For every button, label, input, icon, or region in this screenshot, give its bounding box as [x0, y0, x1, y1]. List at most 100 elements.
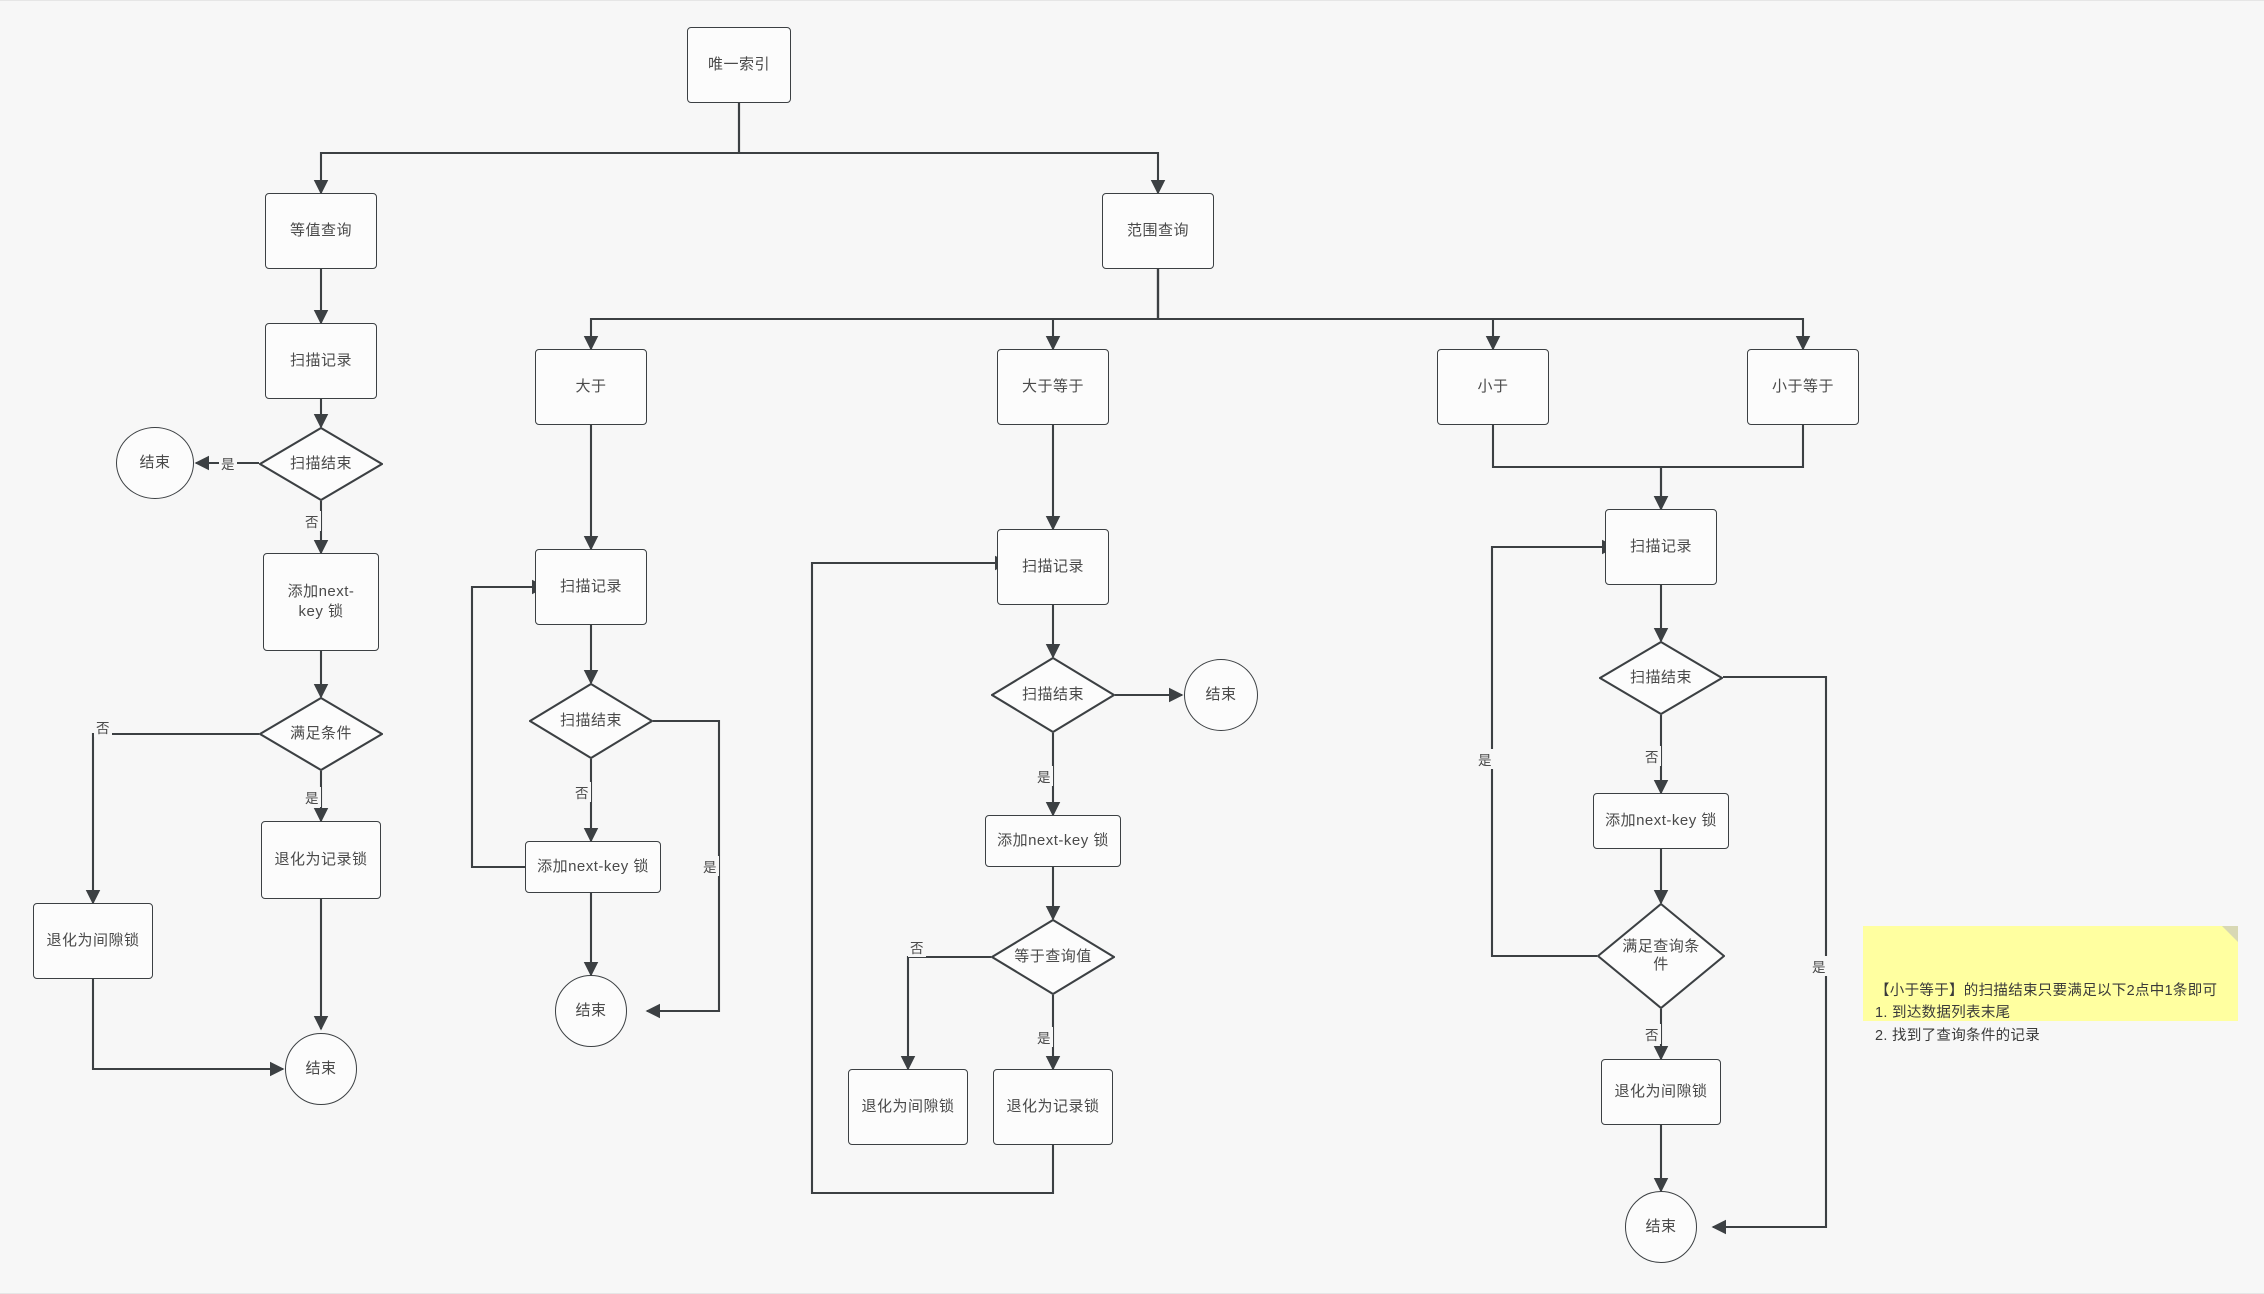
diamond-shape	[1597, 903, 1725, 1009]
edge-lt-to-scan	[1491, 425, 1669, 511]
node-label: 扫描结束	[1021, 686, 1084, 703]
node-label: 扫描记录	[289, 351, 352, 369]
node-label: 唯一索引	[707, 55, 770, 73]
node-eq-match-condition[interactable]: 满足条件	[259, 697, 383, 771]
edge-label-lt-scanend-yes: 是	[1810, 956, 1828, 976]
edge-range-to-lt	[1156, 269, 1501, 351]
node-gte-scan-end[interactable]: 扫描结束	[991, 657, 1115, 733]
node-eq-degrade-gap-lock[interactable]: 退化为间隙锁	[33, 903, 153, 979]
node-label: 退化为记录锁	[1006, 1097, 1100, 1115]
edge-label-gt-scanend-yes: 是	[701, 856, 719, 876]
diamond-shape	[529, 683, 653, 759]
edge-label-gte-scanend-yes: 是	[1035, 766, 1053, 786]
node-gte-scan-record[interactable]: 扫描记录	[997, 529, 1109, 605]
edge-eqgap-to-end2	[91, 979, 285, 1077]
node-label: 结束	[305, 1059, 337, 1077]
node-label: 扫描记录	[559, 577, 622, 595]
node-gte-equals-query-value[interactable]: 等于查询值	[991, 919, 1115, 995]
node-label: 小于	[1477, 377, 1509, 395]
node-eq-end-2[interactable]: 结束	[285, 1033, 357, 1105]
edge-gtscanend-yes-to-end	[645, 719, 721, 1019]
node-label: 扫描记录	[1629, 537, 1692, 555]
node-lt-degrade-gap-lock[interactable]: 退化为间隙锁	[1601, 1059, 1721, 1125]
node-greater-equal[interactable]: 大于等于	[997, 349, 1109, 425]
edge-lte-to-scan	[1653, 425, 1805, 511]
node-label: 结束	[139, 453, 171, 471]
diamond-shape	[1599, 641, 1723, 715]
node-gt-scan-record[interactable]: 扫描记录	[535, 549, 647, 625]
node-greater-than[interactable]: 大于	[535, 349, 647, 425]
edge-ltcond-yes-loop-to-scan	[1490, 539, 1617, 958]
edge-label-lt-cond-no: 否	[1643, 1024, 1661, 1044]
edge-gterecord-loop-to-scan	[810, 555, 1055, 1195]
edge-gtnextkey-loop-to-scan	[470, 579, 547, 869]
edge-label-gte-eqval-no: 否	[908, 937, 926, 957]
node-label: 扫描结束	[289, 455, 352, 472]
node-unique-index[interactable]: 唯一索引	[687, 27, 791, 103]
node-label: 退化为间隙锁	[861, 1097, 955, 1115]
edge-label-eq-scanend-no: 否	[303, 511, 321, 531]
node-label: 添加next-key 锁	[997, 831, 1109, 849]
node-label: 满足查询条 件	[1622, 938, 1700, 973]
node-label: 范围查询	[1126, 221, 1189, 239]
node-range-query[interactable]: 范围查询	[1102, 193, 1214, 269]
node-eq-degrade-record-lock[interactable]: 退化为记录锁	[261, 821, 381, 899]
node-label: 退化为间隙锁	[1614, 1082, 1708, 1100]
node-eq-scan-end[interactable]: 扫描结束	[259, 427, 383, 501]
edge-root-to-range	[737, 103, 1166, 195]
node-gte-degrade-gap-lock[interactable]: 退化为间隙锁	[848, 1069, 968, 1145]
node-label: 结束	[1645, 1217, 1677, 1235]
note-fold-corner	[2222, 926, 2238, 942]
node-label: 小于等于	[1771, 377, 1834, 395]
node-gte-add-nextkey-lock[interactable]: 添加next-key 锁	[985, 815, 1121, 867]
node-label: 退化为间隙锁	[46, 931, 140, 949]
node-label: 大于等于	[1021, 377, 1084, 395]
node-eq-add-nextkey-lock[interactable]: 添加next- key 锁	[263, 553, 379, 651]
diamond-shape	[259, 427, 383, 501]
note-text: 【小于等于】的扫描结束只要满足以下2点中1条即可 1. 到达数据列表末尾 2. …	[1875, 982, 2218, 1044]
edge-eqcond-no-to-gap	[85, 732, 259, 905]
node-less-equal[interactable]: 小于等于	[1747, 349, 1859, 425]
node-lt-scan-record[interactable]: 扫描记录	[1605, 509, 1717, 585]
node-lt-end[interactable]: 结束	[1625, 1191, 1697, 1263]
node-equal-query[interactable]: 等值查询	[265, 193, 377, 269]
edge-label-gt-scanend-no: 否	[573, 782, 591, 802]
node-gte-degrade-record-lock[interactable]: 退化为记录锁	[993, 1069, 1113, 1145]
node-label: 结束	[575, 1001, 607, 1019]
node-lt-scan-end[interactable]: 扫描结束	[1599, 641, 1723, 715]
edge-range-to-gt	[583, 269, 1160, 351]
node-gte-end[interactable]: 结束	[1184, 659, 1258, 731]
edge-gteeqval-no-to-gap	[900, 955, 991, 1071]
edge-label-lt-cond-yes: 是	[1476, 749, 1494, 769]
node-label: 添加next-key 锁	[1605, 811, 1717, 829]
node-gt-scan-end[interactable]: 扫描结束	[529, 683, 653, 759]
node-lt-match-query-condition[interactable]: 满足查询条 件	[1597, 903, 1725, 1009]
diamond-shape	[991, 657, 1115, 733]
node-label: 添加next- key 锁	[287, 582, 355, 620]
edge-range-to-gte	[1045, 269, 1160, 351]
node-label: 等值查询	[289, 221, 352, 239]
node-label: 退化为记录锁	[274, 850, 368, 868]
node-label: 添加next-key 锁	[537, 857, 649, 875]
diamond-shape	[259, 697, 383, 771]
node-label: 扫描结束	[1629, 669, 1692, 686]
edge-label-eq-cond-no: 否	[94, 717, 112, 737]
node-gt-add-nextkey-lock[interactable]: 添加next-key 锁	[525, 841, 661, 893]
edge-label-gte-eqval-yes: 是	[1035, 1027, 1053, 1047]
node-eq-scan-record[interactable]: 扫描记录	[265, 323, 377, 399]
edge-label-lt-scanend-no: 否	[1643, 746, 1661, 766]
edge-ltscanend-yes-to-end	[1711, 675, 1828, 1235]
edge-root-to-eq	[313, 103, 741, 195]
edge-label-eq-scanend-yes: 是	[219, 453, 237, 473]
edge-range-to-lte	[1156, 269, 1811, 351]
node-less-than[interactable]: 小于	[1437, 349, 1549, 425]
node-lt-add-nextkey-lock[interactable]: 添加next-key 锁	[1593, 793, 1729, 849]
node-eq-end-1[interactable]: 结束	[116, 427, 194, 499]
node-label: 扫描记录	[1021, 557, 1084, 575]
node-label: 结束	[1205, 685, 1237, 703]
node-label: 等于查询值	[1014, 948, 1092, 965]
node-gt-end[interactable]: 结束	[555, 975, 627, 1047]
edge-label-eq-cond-yes: 是	[303, 787, 321, 807]
